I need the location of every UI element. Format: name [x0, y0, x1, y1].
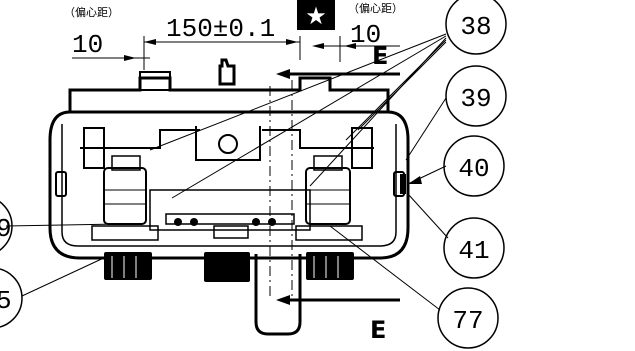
- leader-lines: [5, 33, 449, 311]
- balloon-left-upper: 9: [0, 201, 13, 251]
- offset-note-left: （偏心距）: [64, 5, 119, 19]
- balloon-41: 41: [443, 217, 505, 279]
- balloon-77: 77: [437, 287, 499, 349]
- offset-note-right: （偏心距）: [348, 1, 403, 15]
- balloon-38-label: 38: [460, 12, 491, 42]
- star-icon: ★: [305, 2, 327, 30]
- balloon-left-lower-label: 5: [0, 286, 12, 316]
- balloon-77-label: 77: [452, 306, 483, 336]
- balloon-left-lower: 5: [0, 268, 23, 328]
- balloon-left-upper-label: 9: [0, 214, 12, 244]
- balloon-40-label: 40: [458, 154, 489, 184]
- dimension-lines: [72, 36, 400, 70]
- dimension-left: 10: [72, 30, 103, 60]
- balloon-41-label: 41: [458, 236, 489, 266]
- star-box: [297, 0, 335, 30]
- bottom-feet: [104, 252, 354, 336]
- center-block: [149, 126, 311, 239]
- right-component: [262, 127, 374, 241]
- left-component: [80, 127, 200, 241]
- balloon-39-label: 39: [460, 84, 491, 114]
- dimension-center: 150±0.1: [166, 14, 275, 44]
- section-marker-bottom: E: [370, 316, 386, 344]
- balloon-38: 38: [445, 0, 507, 55]
- section-marker-top: E: [372, 42, 388, 70]
- balloon-39: 39: [445, 65, 507, 127]
- balloon-40: 40: [443, 135, 505, 197]
